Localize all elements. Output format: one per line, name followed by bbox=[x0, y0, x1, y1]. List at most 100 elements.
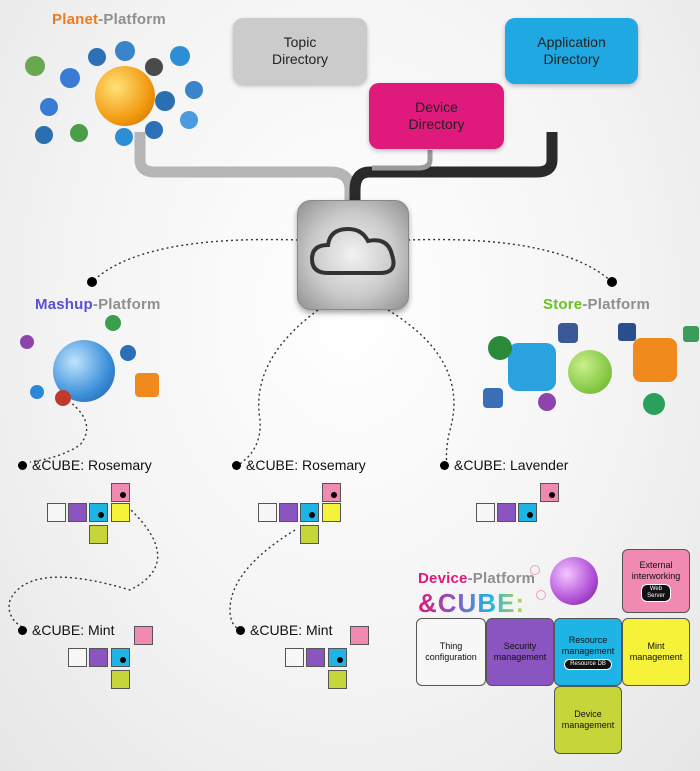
rss-icon bbox=[633, 338, 677, 382]
cube-label-text: &CUBE: Mint bbox=[250, 622, 333, 638]
cube-label-text: &CUBE: Mint bbox=[32, 622, 115, 638]
mashup-platform-suffix: -Platform bbox=[92, 296, 161, 313]
topic-directory[interactable]: Topic Directory bbox=[233, 18, 367, 84]
cyan-block bbox=[328, 648, 347, 667]
mint-management-box[interactable]: Mint management bbox=[622, 618, 690, 686]
resource-management-box[interactable]: Resource management Resource DB bbox=[554, 618, 622, 686]
home-icon bbox=[70, 124, 88, 142]
resource-management-label: Resource management bbox=[561, 634, 615, 656]
device-highlight: Device bbox=[418, 570, 468, 587]
center-rosemary-link bbox=[237, 309, 319, 466]
cube-lavender[interactable]: &CUBE: Lavender bbox=[440, 457, 568, 473]
lime-block bbox=[111, 670, 130, 689]
device-platform-title: Device-Platform bbox=[418, 570, 535, 587]
app-icon bbox=[643, 393, 665, 415]
purple-block bbox=[68, 503, 87, 522]
mobile-icon bbox=[115, 41, 135, 61]
pink-block bbox=[540, 483, 559, 502]
lock-icon bbox=[35, 126, 53, 144]
cube-label-text: &CUBE: Rosemary bbox=[32, 457, 152, 473]
app-icon bbox=[120, 345, 136, 361]
app-icon bbox=[558, 323, 578, 343]
white-block bbox=[47, 503, 66, 522]
lime-block bbox=[328, 670, 347, 689]
lavender-link bbox=[387, 309, 455, 466]
pink-block bbox=[111, 483, 130, 502]
device-icon-cluster bbox=[530, 555, 600, 610]
planet-pipe bbox=[134, 132, 356, 205]
thing-configuration-box[interactable]: Thing configuration bbox=[416, 618, 486, 686]
planet-platform-title: Planet-Platform bbox=[52, 11, 166, 28]
app-icon bbox=[55, 390, 71, 406]
settings-icon bbox=[155, 91, 175, 111]
white-block bbox=[285, 648, 304, 667]
store-icon-cluster bbox=[478, 318, 700, 423]
andcube-logo-text: &CUBE: bbox=[418, 588, 526, 618]
home-icon bbox=[568, 350, 612, 394]
cloud-hub[interactable] bbox=[297, 200, 409, 310]
store-link bbox=[407, 238, 613, 283]
tumblr-icon bbox=[483, 388, 503, 408]
yellow-block bbox=[322, 503, 341, 522]
planet-platform-suffix: -Platform bbox=[98, 11, 166, 28]
device-icon bbox=[530, 565, 540, 575]
purple-block bbox=[497, 503, 516, 522]
white-block bbox=[258, 503, 277, 522]
network-icon bbox=[88, 48, 106, 66]
tools-icon bbox=[145, 58, 163, 76]
white-block bbox=[68, 648, 87, 667]
app-icon bbox=[105, 315, 121, 331]
message-icon bbox=[180, 111, 198, 129]
mail-icon bbox=[40, 98, 58, 116]
pink-block bbox=[350, 626, 369, 645]
external-interworking-box[interactable]: External interworking Web Server bbox=[622, 549, 690, 613]
search-small-icon bbox=[115, 128, 133, 146]
resource-db-pill: Resource DB bbox=[564, 658, 612, 670]
cyan-block bbox=[300, 503, 319, 522]
cube-label-text: &CUBE: Lavender bbox=[454, 457, 569, 473]
bullet-icon bbox=[440, 460, 449, 470]
phone-icon bbox=[60, 68, 80, 88]
twitter-icon bbox=[508, 343, 556, 391]
mashup-link bbox=[91, 238, 299, 283]
device-management-box[interactable]: Device management bbox=[554, 686, 622, 754]
store-platform-title: Store-Platform bbox=[543, 296, 650, 313]
cube-mint-center[interactable]: &CUBE: Mint bbox=[236, 622, 332, 638]
chat-icon bbox=[170, 46, 190, 66]
external-interworking-label: External interworking bbox=[631, 560, 681, 581]
bullet-icon bbox=[18, 625, 27, 635]
cube-mint-left[interactable]: &CUBE: Mint bbox=[18, 622, 114, 638]
app-icon bbox=[20, 335, 34, 349]
search-icon bbox=[25, 56, 45, 76]
device-dir-pipe bbox=[372, 150, 433, 171]
bullet-icon bbox=[236, 625, 245, 635]
store-highlight: Store bbox=[543, 296, 583, 313]
yellow-block bbox=[111, 503, 130, 522]
cloud-icon bbox=[309, 226, 396, 275]
device-directory[interactable]: Device Directory bbox=[369, 83, 504, 149]
planet-highlight: Planet bbox=[52, 11, 99, 28]
cube-rosemary-left[interactable]: &CUBE: Rosemary bbox=[18, 457, 152, 473]
globe-icon bbox=[95, 66, 155, 126]
rosemary-mint-link bbox=[8, 499, 159, 631]
mashup-platform-title: Mashup-Platform bbox=[35, 296, 161, 313]
lime-block bbox=[89, 525, 108, 544]
app-icon bbox=[488, 336, 512, 360]
application-directory[interactable]: Application Directory bbox=[505, 18, 638, 84]
cyan-block bbox=[89, 503, 108, 522]
mashup-highlight: Mashup bbox=[35, 296, 93, 313]
cube-rosemary-center[interactable]: &CUBE: Rosemary bbox=[232, 457, 366, 473]
device-platform-suffix: -Platform bbox=[467, 570, 536, 587]
cyan-block bbox=[518, 503, 537, 522]
device-icon bbox=[536, 590, 546, 600]
pink-block bbox=[134, 626, 153, 645]
app-icon bbox=[538, 393, 556, 411]
cube-label-text: &CUBE: Rosemary bbox=[246, 457, 366, 473]
security-management-box[interactable]: Security management bbox=[486, 618, 554, 686]
application-pipe bbox=[349, 132, 558, 205]
bullet-icon bbox=[18, 460, 27, 470]
info-icon bbox=[145, 121, 163, 139]
app-icon bbox=[30, 385, 44, 399]
planet-icon-cluster bbox=[20, 36, 230, 146]
white-block bbox=[476, 503, 495, 522]
